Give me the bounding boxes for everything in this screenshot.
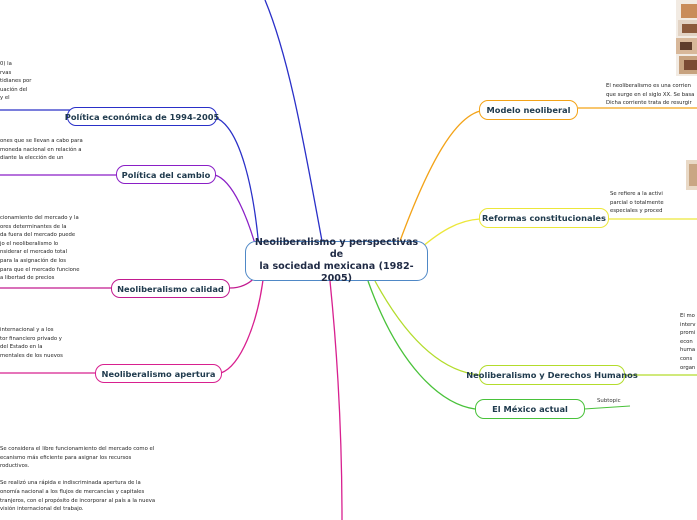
connector-top — [264, 0, 323, 242]
topic-politica-economica-label: Política económica de 1994-2005 — [64, 111, 220, 122]
topic-politica-economica[interactable]: Política económica de 1994-2005 — [64, 107, 220, 126]
topic-neoliberalismo-apertura-label: Neoliberalismo apertura — [101, 368, 216, 379]
note-neoliberalismo-apertura: internacional y a los tor financiero pri… — [0, 327, 63, 359]
photo-thumbnail-modelo — [676, 0, 697, 76]
note-politica-economica: 0) la rvas tidianes por uación del y el — [0, 61, 32, 102]
topic-derechos-humanos-label: Neoliberalismo y Derechos Humanos — [466, 370, 638, 380]
note-reformas: Se refiere a la activi parcial o totalme… — [610, 191, 664, 215]
document-photo-image — [686, 160, 697, 190]
connector-neoliberalismo-apertura — [220, 271, 265, 374]
note-neoliberalismo-calidad: cionamiento del mercado y la ores determ… — [0, 215, 80, 282]
topic-modelo-neoliberal[interactable]: Modelo neoliberal — [479, 100, 578, 120]
topic-neoliberalismo-apertura[interactable]: Neoliberalismo apertura — [95, 364, 222, 383]
photo-thumbnail-reformas — [686, 160, 697, 190]
topic-mexico-actual[interactable]: El México actual — [475, 399, 585, 419]
photo-collage-image — [676, 0, 697, 76]
topic-mexico-actual-label: El México actual — [492, 404, 568, 414]
subtopic-connector — [583, 405, 631, 410]
subtopic-label[interactable]: Subtopic — [597, 398, 621, 404]
note-modelo-neoliberal: El neoliberalismo es una corrien que sur… — [606, 83, 695, 107]
central-topic[interactable]: Neoliberalismo y perspectivas de la soci… — [245, 237, 428, 284]
central-topic-line1: Neoliberalismo y perspectivas de — [254, 237, 419, 260]
connector-mexico-actual — [367, 280, 476, 410]
topic-derechos-humanos[interactable]: Neoliberalismo y Derechos Humanos — [466, 365, 638, 385]
topic-neoliberalismo-calidad[interactable]: Neoliberalismo calidad — [111, 279, 230, 298]
topic-modelo-neoliberal-label: Modelo neoliberal — [486, 105, 571, 115]
note-politica-cambio: ones que se llevan a cabo para moneda na… — [0, 138, 83, 162]
central-topic-line2: la sociedad mexicana (1982-2005) — [259, 261, 414, 284]
connector-derechos-humanos — [374, 280, 481, 376]
topic-politica-cambio-label: Política del cambio — [121, 169, 211, 180]
topic-reformas-constitucionales-label: Reformas constitucionales — [481, 213, 606, 223]
topic-reformas-constitucionales[interactable]: Reformas constitucionales — [479, 208, 609, 228]
connector-politica-economica — [213, 116, 261, 262]
connector-modelo-neoliberal — [399, 110, 481, 242]
note-bottom-left: Se considera el libre funcionamiento del… — [0, 446, 156, 513]
topic-politica-cambio[interactable]: Política del cambio — [116, 165, 216, 184]
note-derechos-humanos: El mo interv promi econ huma cons organ — [680, 313, 696, 371]
topic-neoliberalismo-calidad-label: Neoliberalismo calidad — [117, 283, 224, 294]
connector-bottom — [329, 280, 343, 520]
